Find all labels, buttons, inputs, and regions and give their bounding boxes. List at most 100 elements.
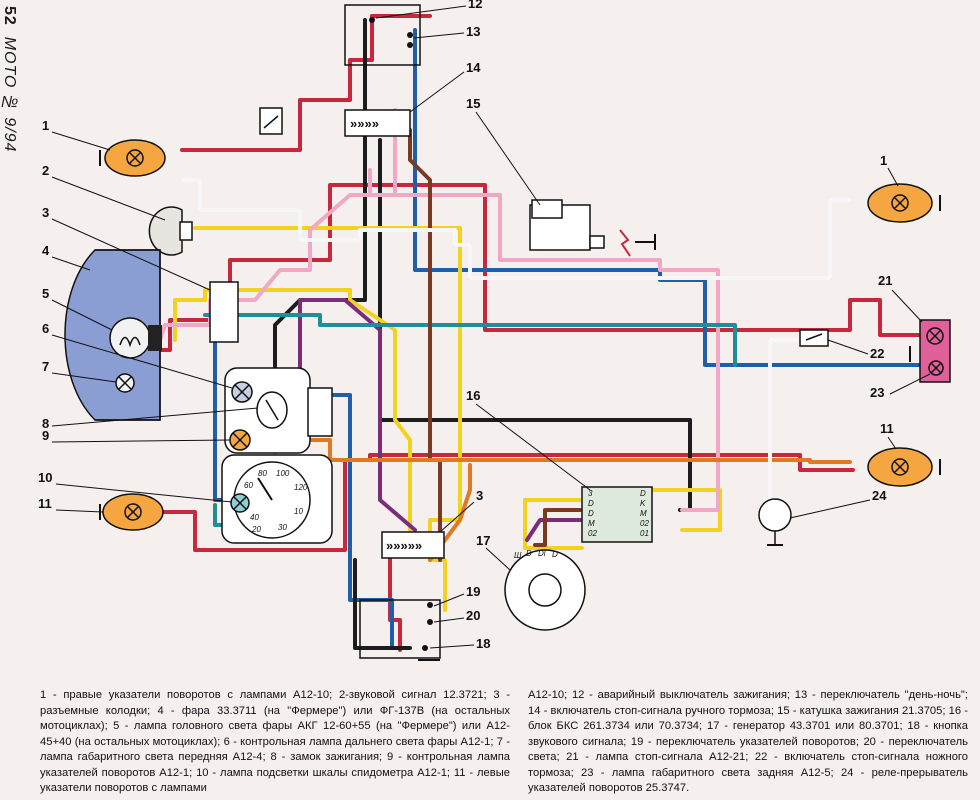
callout-9: 9 [42,428,49,443]
callouts: 1 2 3 4 5 6 7 8 9 10 11 12 13 14 15 16 3… [38,0,931,651]
callout-5: 5 [42,286,49,301]
switch-box-12-13 [344,4,421,66]
bks-pin-right: D [640,489,646,498]
legend-right-column: А12-10; 12 - аварийный выключатель зажиг… [528,689,968,794]
speedo-tick: 60 [244,481,253,490]
headlamp-filament [119,336,141,348]
wire-purple-2 [525,518,582,542]
speedo-tick: 40 [250,513,259,522]
wire-pink-1 [158,108,397,342]
headlamp-bulb-5 [109,317,151,359]
bks-pin-right: 01 [640,529,649,538]
leader-17 [485,547,511,571]
wire-brown-1 [408,128,442,562]
legend-left-column: 1 - правые указатели поворотов с лампами… [40,689,510,794]
wire-white-2-core [768,338,802,502]
right-turn-lamp-rear-x2 [893,196,907,210]
callout-6: 6 [42,321,49,336]
ignition-coil-terminal [531,199,563,219]
front-position-lamp-x2 [118,376,132,390]
horn-button-18-contact [422,645,428,651]
callout-14: 14 [466,60,481,75]
leader-3-bottom [439,501,475,533]
stop-lamp-21 [926,327,944,345]
bks-pin-left: D [588,509,594,518]
callout-11-left: 11 [38,496,52,511]
turn-relay-24 [758,498,792,532]
wire-yellow-2 [173,288,412,547]
generator-pin: Ш [514,551,522,560]
leader-11-left [55,509,104,513]
magazine-issue: МОТО № 9/94 [1,36,18,153]
callout-1-left: 1 [42,118,49,133]
generator-pin: Dl [538,549,546,558]
horn-terminal [179,221,193,241]
wire-red-coil [148,183,922,352]
wire-brown-2 [533,508,582,547]
leader-10 [55,483,233,503]
bks-pin-left: M [588,519,595,528]
diagram-legend: 1 - правые указатели поворотов с лампами… [0,688,980,798]
leader-18 [429,644,475,649]
speedo-tick: 20 [251,525,261,534]
leader-1-right [887,167,899,187]
instrument-connector [307,387,333,437]
bks-pin-left: 02 [588,529,597,538]
switch-13-contact-2 [407,42,413,48]
stop-lamp-x2 [928,329,942,343]
rear-light-housing-21-23 [919,319,951,383]
speedo-tick: 80 [258,469,267,478]
wiring-diagram: »»»» »»»»» [38,0,951,661]
callout-12: 12 [468,0,482,11]
callout-20: 20 [466,608,480,623]
wire-black-3 [353,558,412,650]
left-turn-lamp-front-x2 [126,505,140,519]
leader-5 [51,299,113,331]
callout-17: 17 [476,533,490,548]
leader-6 [51,334,233,389]
callout-18: 18 [476,636,490,651]
leader-15 [475,111,541,206]
speedo-tick: 10 [294,507,303,516]
handbrake-switch-contact [263,115,279,129]
callout-2: 2 [42,163,49,178]
wire-red-down [388,548,402,652]
bks-pin-right: 02 [640,519,649,528]
leader-22 [827,339,869,355]
bks-pin-right: M [640,509,647,518]
bks-pin-left: 3 [588,489,593,498]
wire-teal-1 [203,313,737,367]
connector-block-top [344,109,411,137]
light-switch-20-contact [427,619,433,625]
bks-pin-right: K [640,499,646,508]
callout-23: 23 [870,385,884,400]
callout-10: 10 [38,470,52,485]
connector-block-3-bottom-arrows: »»»»» [386,538,422,553]
callout-8: 8 [42,416,49,431]
bks-block-16 [581,486,653,543]
foot-brake-switch-contact [805,333,823,341]
generator-pin: D [552,550,558,559]
leader-16 [475,403,591,491]
speedo-tick: 100 [276,469,290,478]
leader-11-right [887,436,897,450]
leader-21 [891,289,923,323]
foot-brake-switch-22 [799,329,829,347]
high-beam-indicator-x2 [234,384,250,400]
leader-2 [51,176,166,221]
page-number-and-magazine: 52 МОТО № 9/94 [0,6,18,152]
callout-24: 24 [872,488,887,503]
turn-indicator-x2 [232,432,248,448]
speedometer-backlight-x2 [233,496,247,510]
switch-13-contact [407,32,413,38]
leader-24 [789,499,871,519]
callout-21: 21 [878,273,892,288]
connector-block-3-left [209,281,239,343]
turn-switch-19-contact [427,602,433,608]
wire-white-1-core [180,178,852,280]
callout-13: 13 [466,24,480,39]
leader-23 [889,373,931,395]
horn-2 [148,206,183,256]
callout-22: 22 [870,346,884,361]
headlamp-socket [148,325,162,351]
